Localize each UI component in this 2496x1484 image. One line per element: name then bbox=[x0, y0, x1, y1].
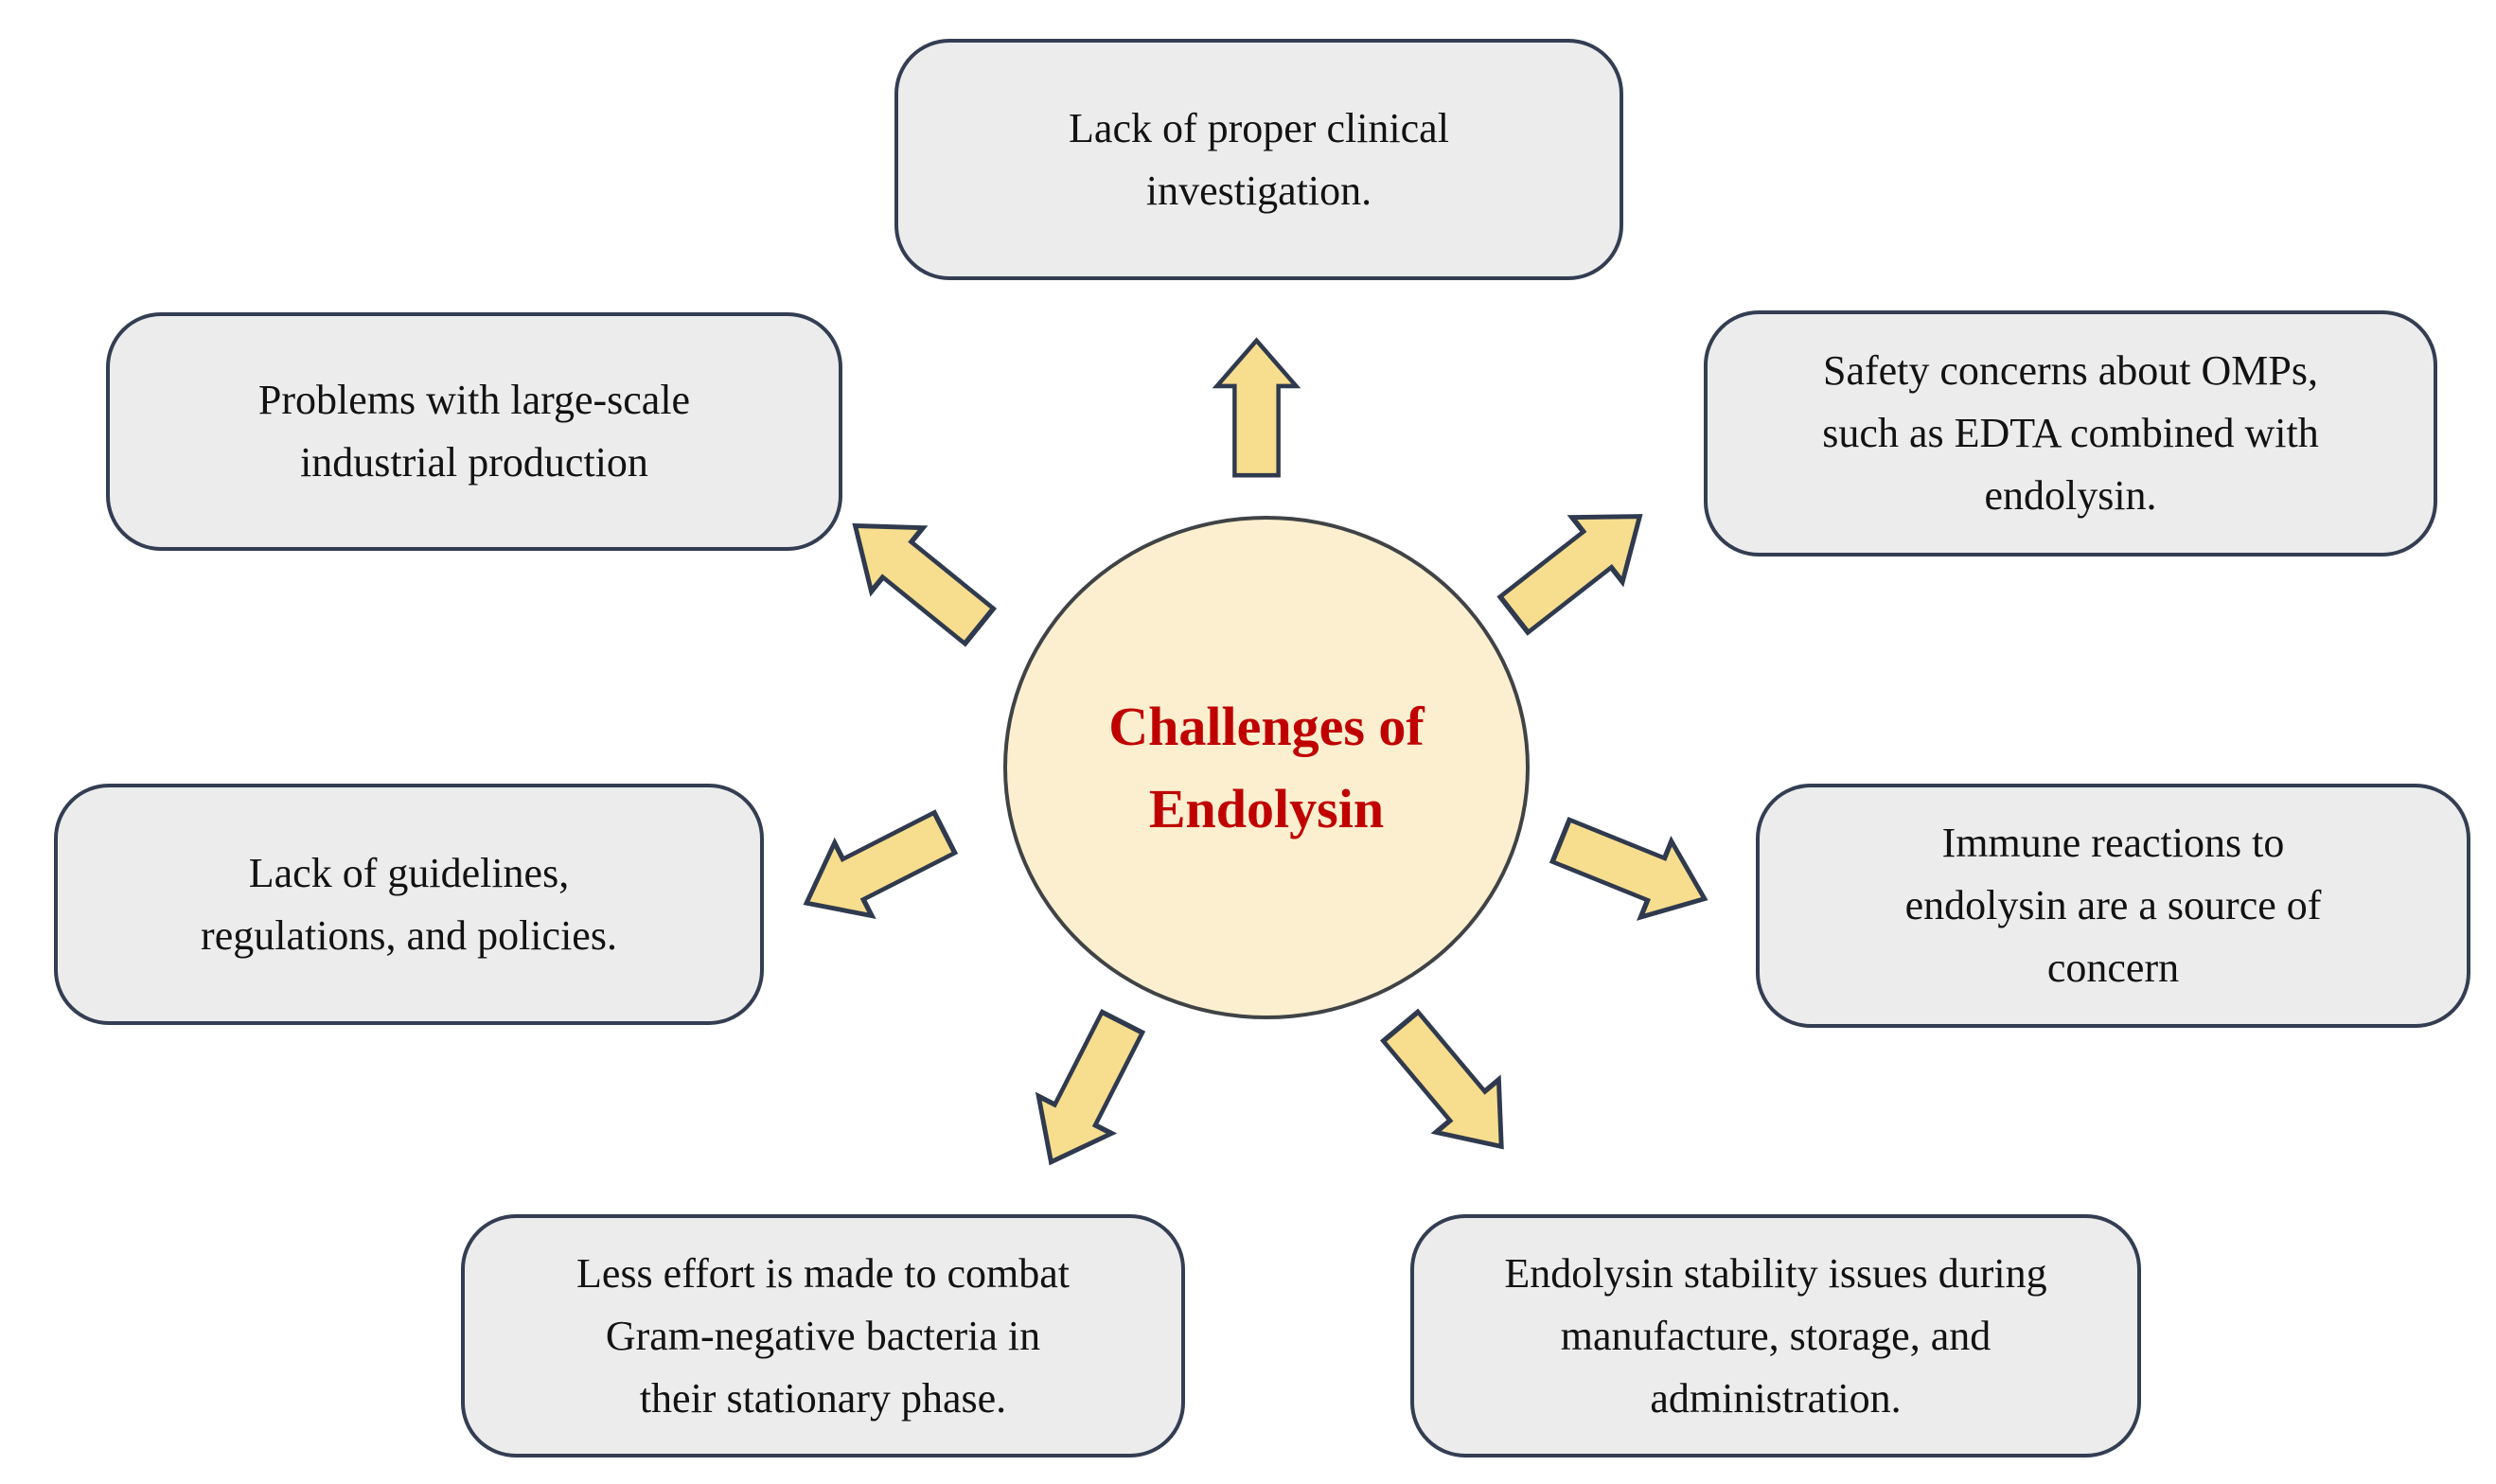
challenge-box-line: their stationary phase. bbox=[639, 1374, 1007, 1422]
block-arrow-up-icon bbox=[1212, 337, 1301, 478]
challenge-box-line: Less effort is made to combat bbox=[576, 1249, 1070, 1297]
challenge-box-line: concern bbox=[2046, 945, 2180, 991]
challenge-box-line: Safety concerns about OMPs, bbox=[1822, 347, 2318, 394]
challenge-box-top-left: Problems with large-scale industrial pro… bbox=[106, 312, 842, 551]
challenge-box-line: Endolysin stability issues during bbox=[1504, 1249, 2047, 1297]
challenge-box-line: manufacture, storage, and bbox=[1560, 1312, 1991, 1359]
block-arrow-left-icon bbox=[784, 792, 966, 943]
challenge-box-line: such as EDTA combined with bbox=[1822, 410, 2319, 456]
challenge-box-line: Lack of guidelines, bbox=[248, 849, 570, 896]
challenge-box-line: Lack of proper clinical bbox=[1069, 104, 1449, 151]
challenge-box-line: Problems with large-scale bbox=[257, 377, 691, 423]
block-arrow-down-right-icon bbox=[1365, 997, 1536, 1177]
challenge-box-line: endolysin are a source of bbox=[1904, 882, 2322, 928]
challenge-box-line: endolysin. bbox=[1984, 472, 2157, 519]
challenge-box-top-right: Safety concerns about OMPs, such as EDTA… bbox=[1704, 310, 2437, 556]
block-arrow-down-left-icon bbox=[1011, 999, 1162, 1184]
challenge-box-line: regulations, and policies. bbox=[201, 911, 617, 959]
challenge-box-line: administration. bbox=[1650, 1374, 1902, 1422]
challenge-box-line: investigation. bbox=[1145, 167, 1372, 214]
challenge-box-line: Gram-negative bacteria in bbox=[605, 1312, 1041, 1359]
challenge-box-bottom-right: Endolysin stability issues during manufa… bbox=[1410, 1214, 2141, 1458]
diagram-title-line: Challenges of bbox=[1108, 696, 1425, 757]
block-arrow-up-left-icon bbox=[825, 490, 1009, 662]
block-arrow-right-icon bbox=[1542, 800, 1724, 941]
challenge-box-bottom-left: Less effort is made to combat Gram-negat… bbox=[461, 1214, 1185, 1458]
challenge-box-top: Lack of proper clinical investigation. bbox=[894, 39, 1623, 280]
challenge-box-right: Immune reactions to endolysin are a sour… bbox=[1756, 784, 2470, 1028]
center-circle: Challenges of Endolysin bbox=[1003, 516, 1530, 1019]
diagram-title-line: Endolysin bbox=[1148, 778, 1385, 839]
challenge-box-left: Lack of guidelines, regulations, and pol… bbox=[54, 784, 764, 1025]
block-arrow-up-right-icon bbox=[1485, 480, 1670, 650]
challenge-box-line: industrial production bbox=[300, 439, 648, 486]
challenge-box-line: Immune reactions to bbox=[1941, 820, 2285, 866]
